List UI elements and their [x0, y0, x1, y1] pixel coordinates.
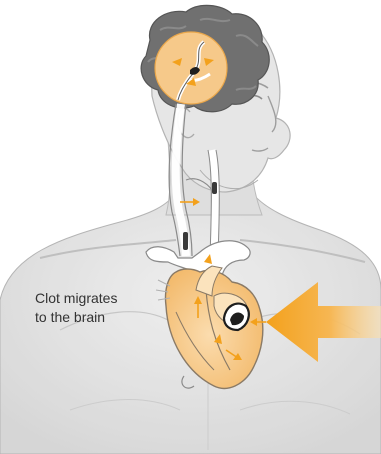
annotation-line-1: Clot migrates [35, 289, 165, 308]
plaque-mark-lower [183, 232, 188, 250]
annotation-line-2: to the brain [35, 308, 165, 327]
affected-brain-region [155, 32, 227, 104]
plaque-mark-upper [212, 182, 217, 194]
jugular-vein [212, 150, 215, 256]
brain [141, 5, 269, 111]
annotation-caption: Clot migrates to the brain [35, 289, 165, 327]
